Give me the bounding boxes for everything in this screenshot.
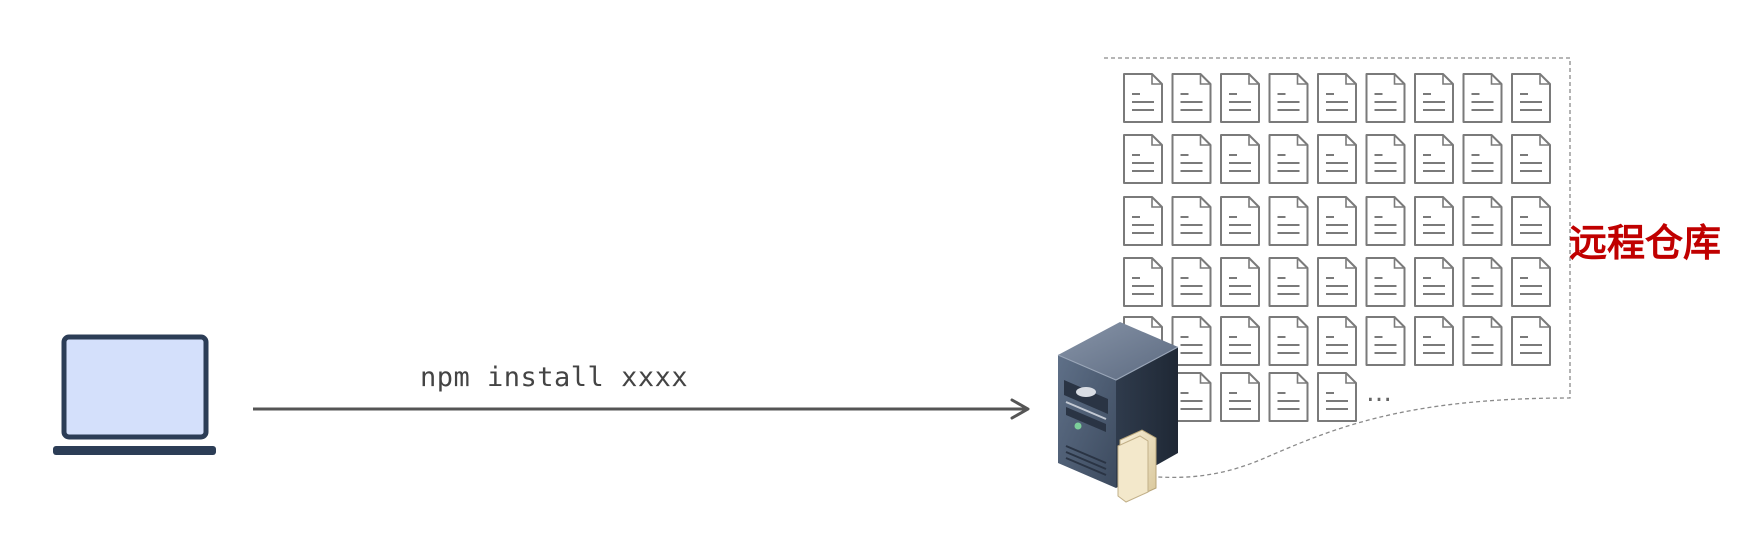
file-icon [1414,73,1454,123]
file-icon [1123,257,1163,307]
file-icon [1365,196,1406,246]
file-icon [1462,73,1503,123]
file-icon [1268,257,1309,307]
file-icon [1317,372,1357,422]
file-icon [1414,316,1454,366]
file-icon [1511,196,1551,246]
file-icon [1171,196,1212,246]
more-files-ellipsis: … [1366,378,1392,408]
file-icon [1268,134,1309,184]
file-icon [1317,196,1357,246]
file-icon [1220,372,1260,422]
file-icon [1268,73,1309,123]
repository-container [1103,57,1571,479]
file-icon [1171,316,1212,366]
file-icon [1123,134,1163,184]
file-icon [1123,73,1163,123]
file-icon [1317,134,1357,184]
file-icon [1268,196,1309,246]
file-icon [1220,196,1260,246]
file-icon [1414,257,1454,307]
file-icon [1220,316,1260,366]
command-label: npm install xxxx [420,362,689,393]
file-icon [1462,196,1503,246]
file-icon [1220,134,1260,184]
file-icon [1317,257,1357,307]
file-icon [1365,73,1406,123]
file-icon [1268,316,1309,366]
request-arrow [253,398,1030,420]
file-grid [1123,73,1551,422]
file-icon [1462,316,1503,366]
file-icon [1171,73,1212,123]
file-icon [1317,73,1357,123]
file-icon [1414,196,1454,246]
file-icon [1511,73,1551,123]
file-icon [1123,196,1163,246]
file-icon [1317,316,1357,366]
file-icon [1171,257,1212,307]
laptop-icon [53,334,216,455]
file-icon [1268,372,1309,422]
file-icon [1365,257,1406,307]
file-icon [1171,134,1212,184]
file-icon [1511,134,1551,184]
file-icon [1462,257,1503,307]
file-icon [1414,134,1454,184]
file-icon [1171,372,1212,422]
file-icon [1511,257,1551,307]
file-icon [1462,134,1503,184]
folder-icon [1117,429,1157,503]
file-icon [1511,316,1551,366]
repository-label: 远程仓库 [1569,221,1722,265]
file-icon [1365,316,1406,366]
file-icon [1220,257,1260,307]
file-icon [1365,134,1406,184]
file-icon [1220,73,1260,123]
